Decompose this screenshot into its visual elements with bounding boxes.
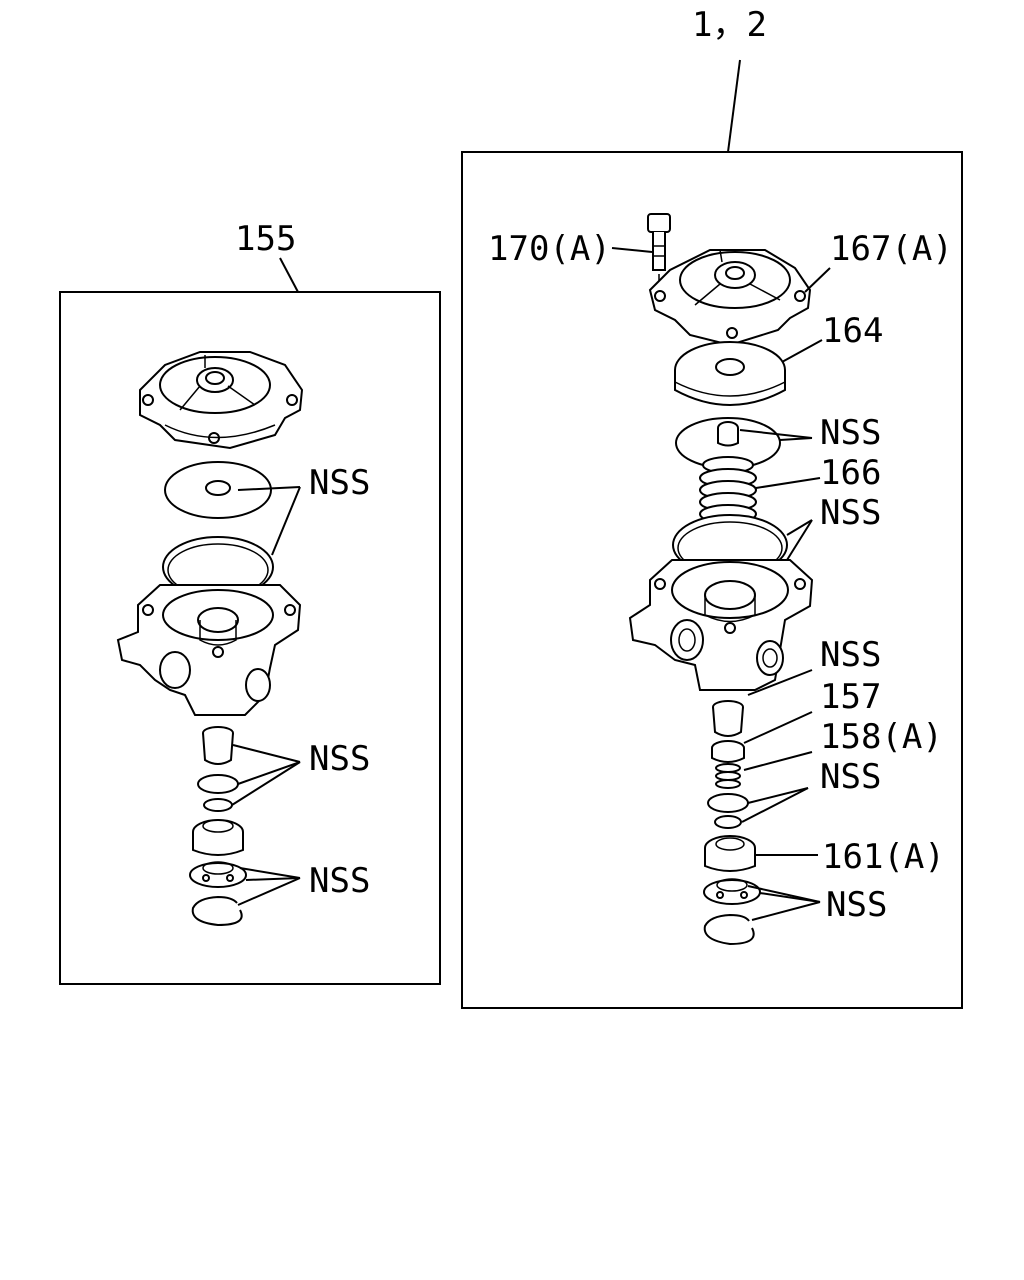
o-ring-small-part-2 (203, 798, 233, 812)
cover-part (648, 249, 812, 347)
assembly-1-2: 1，2 (461, 5, 963, 1009)
assembly-155-leader-lines (231, 486, 301, 906)
snap-ring-part (191, 895, 243, 927)
assembly-155-frame (59, 291, 441, 985)
callout-nss-c: NSS (820, 635, 881, 675)
callout-nss-b: NSS (820, 493, 881, 533)
callout-161a: 161(A) (822, 837, 945, 877)
callout-166: 166 (820, 453, 881, 493)
o-ring-large-part (162, 536, 274, 598)
small-o-ring-part-1 (707, 793, 749, 813)
piston-disc-part (674, 341, 786, 406)
retainer-part (189, 861, 247, 888)
assembly-1-2-frame (461, 151, 963, 1009)
callout-164: 164 (822, 311, 883, 351)
o-ring-small-part-1 (197, 774, 239, 794)
valve-seat-161-part (704, 835, 756, 872)
assembly-1-2-leader (727, 59, 741, 153)
callout-nss-2: NSS (309, 739, 370, 779)
plunger-157-part (712, 700, 744, 737)
valve-158-part (711, 740, 745, 763)
small-spring-part (715, 763, 741, 789)
valve-seat-part (192, 819, 244, 856)
callout-170a: 170(A) (488, 229, 611, 269)
valve-cover-part (139, 351, 304, 450)
assembly-155-leader (279, 257, 299, 293)
valve-housing-part (628, 559, 814, 691)
callout-nss-e: NSS (826, 885, 887, 925)
retainer-nss-part (703, 878, 761, 905)
bolt-part (647, 213, 671, 290)
callout-158a: 158(A) (820, 717, 943, 757)
plunger-part (202, 726, 234, 765)
assembly-155-ref: 155 (235, 219, 296, 259)
assembly-155: 155 (59, 219, 441, 985)
assembly-1-2-leader-lines (611, 247, 831, 921)
callout-157: 157 (820, 677, 881, 717)
assembly-1-2-ref: 1，2 (692, 5, 767, 45)
valve-body-part (116, 584, 302, 716)
callout-nss-3: NSS (309, 861, 370, 901)
small-o-ring-part-2 (714, 815, 742, 829)
diaphragm-part (164, 461, 272, 519)
callout-nss-1: NSS (309, 463, 370, 503)
snap-ring-nss-part (703, 913, 755, 946)
callout-167a: 167(A) (830, 229, 953, 269)
callout-nss-a: NSS (820, 413, 881, 453)
callout-nss-d: NSS (820, 757, 881, 797)
